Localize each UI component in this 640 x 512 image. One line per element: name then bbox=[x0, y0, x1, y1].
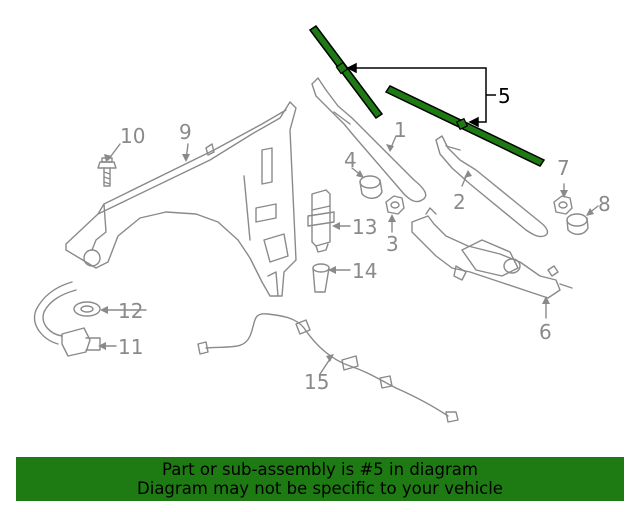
callout-15: 15 bbox=[304, 370, 330, 394]
cap-8 bbox=[566, 213, 589, 235]
callout-1: 1 bbox=[394, 118, 407, 142]
wiper-arm-2 bbox=[435, 135, 549, 238]
wiper-blades-highlighted bbox=[308, 24, 546, 167]
callout-4: 4 bbox=[344, 148, 357, 172]
cap-4 bbox=[359, 175, 383, 199]
washer-reservoir bbox=[65, 101, 297, 297]
callout-14: 14 bbox=[352, 259, 378, 283]
wiper-linkage bbox=[411, 207, 573, 299]
callout-8: 8 bbox=[598, 192, 611, 216]
banner-line-2: Diagram may not be specific to your vehi… bbox=[137, 479, 503, 498]
callout-5: 5 bbox=[498, 84, 511, 108]
wiper-blade-left bbox=[308, 24, 384, 120]
banner-line-1: Part or sub-assembly is #5 in diagram bbox=[162, 460, 478, 479]
callout-arrowheads bbox=[98, 144, 594, 362]
callout-bracket-5 bbox=[346, 62, 496, 128]
callout-13: 13 bbox=[352, 215, 378, 239]
callout-6: 6 bbox=[539, 320, 552, 344]
wiper-arm-1 bbox=[311, 77, 427, 203]
nut-7 bbox=[553, 195, 573, 215]
washer-pump bbox=[307, 189, 335, 253]
info-banner: Part or sub-assembly is #5 in diagram Di… bbox=[16, 457, 624, 501]
callout-10: 10 bbox=[120, 124, 146, 148]
callout-12: 12 bbox=[118, 299, 144, 323]
grommet bbox=[73, 301, 101, 317]
callout-11: 11 bbox=[118, 335, 144, 359]
callout-2: 2 bbox=[453, 190, 466, 214]
callout-3: 3 bbox=[386, 232, 399, 256]
pump-seal bbox=[312, 263, 330, 293]
nut-3 bbox=[385, 195, 405, 215]
washer-hose bbox=[33, 281, 101, 357]
bolt bbox=[97, 157, 117, 187]
callout-9: 9 bbox=[179, 120, 192, 144]
wiring-harness bbox=[197, 313, 459, 423]
callout-7: 7 bbox=[557, 156, 570, 180]
